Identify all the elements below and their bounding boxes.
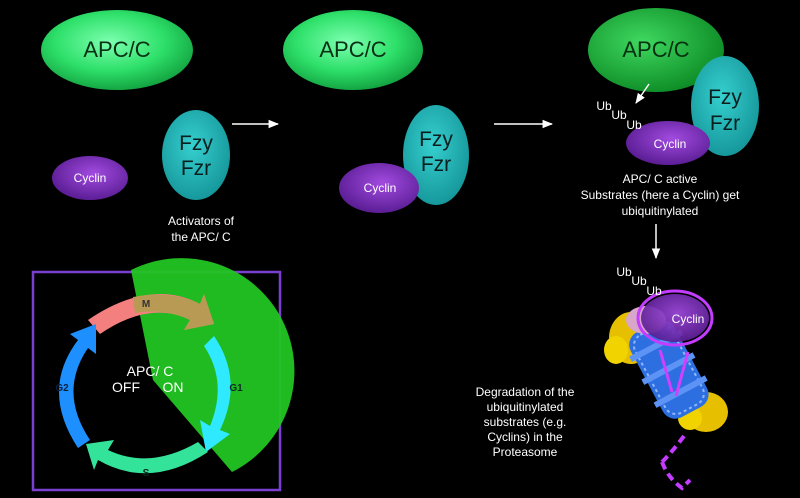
apc-complex-1: [41, 10, 193, 90]
phase-m-arrow-tint: [133, 294, 214, 330]
activator-2: [403, 105, 469, 205]
cyclin-label-2: Cyclin: [363, 181, 397, 195]
activator-1: [162, 110, 230, 200]
cyclin-1: [52, 156, 128, 200]
cyclin-label-4: Cyclin: [671, 312, 705, 326]
apc-complex-3: [588, 8, 724, 92]
fzr-label-3: Fzr: [709, 112, 741, 135]
fzy-label-2: Fzy: [419, 128, 453, 151]
ub-label-4: Ub: [616, 265, 632, 279]
activators-line2: the APC/ C: [171, 230, 231, 244]
phase-g1-label: G1: [229, 383, 243, 394]
fzy-label-3: Fzy: [708, 86, 742, 109]
degradation-line3: substrates (e.g.: [483, 415, 567, 429]
cyclin-2: [339, 163, 419, 213]
ub-label-5: Ub: [631, 274, 647, 288]
proteasome: [604, 289, 728, 491]
active-line1: APC/ C active: [622, 172, 698, 186]
activators-line1: Activators of: [167, 214, 235, 228]
phase-m-label: M: [141, 299, 151, 310]
degradation-line2: ubiquitinylated: [486, 400, 564, 414]
ub-label-6: Ub: [646, 284, 662, 298]
degradation-line5: Proteasome: [492, 445, 558, 459]
ub-label-2: Ub: [611, 108, 627, 122]
cyclin-label-3: Cyclin: [653, 137, 687, 151]
ub-arrow: [635, 83, 650, 104]
fzy-label-1: Fzy: [179, 132, 213, 155]
phase-g1-arrow: [200, 336, 231, 452]
active-line3: ubiquitinylated: [621, 204, 699, 218]
ub-label-3: Ub: [626, 118, 642, 132]
phase-g2-label: G2: [55, 383, 69, 394]
apc-label-3: APC/C: [622, 37, 690, 62]
degradation-line4: Cyclins) in the: [487, 430, 563, 444]
apc-complex-2: [283, 10, 423, 90]
phase-s-arrow: [86, 440, 208, 474]
phase-g2-arrow: [59, 324, 96, 448]
phase-s-label: S: [142, 468, 150, 479]
ub-label-1: Ub: [596, 99, 612, 113]
fzr-label-2: Fzr: [420, 153, 452, 176]
apc-label-2: APC/C: [319, 37, 387, 62]
activator-3: [691, 56, 759, 156]
cyclin-label-1: Cyclin: [73, 171, 107, 185]
apc-label-1: APC/C: [83, 37, 151, 62]
cycle-center-label: APC/ C: [126, 363, 174, 379]
active-line2: Substrates (here a Cyclin) get: [580, 188, 740, 202]
cycle-off-label: OFF: [112, 379, 140, 395]
cyclin-3: [626, 121, 710, 165]
cycle-on-label: ON: [162, 379, 184, 395]
degradation-line1: Degradation of the: [475, 385, 575, 399]
fzr-label-1: Fzr: [180, 157, 212, 180]
